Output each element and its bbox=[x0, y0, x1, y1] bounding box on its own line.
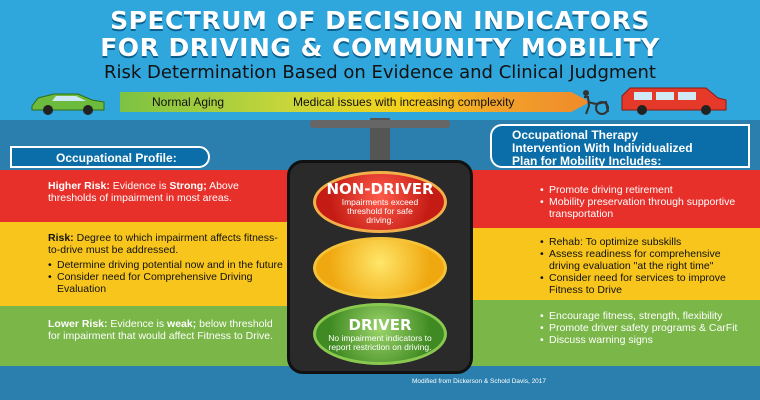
red-van-icon bbox=[618, 84, 730, 121]
higher-risk-strong: Strong; bbox=[169, 180, 207, 192]
risk-text: Risk: Degree to which impairment affects… bbox=[48, 232, 284, 295]
driver-title: DRIVER bbox=[348, 316, 412, 334]
normal-aging-label: Normal Aging bbox=[152, 95, 225, 109]
walker-person-icon bbox=[576, 88, 616, 121]
left-green-band bbox=[0, 306, 290, 366]
lower-risk-weak: weak; bbox=[167, 318, 197, 330]
traffic-light-pole bbox=[370, 118, 390, 162]
higher-risk-text: Higher Risk: Evidence is Strong; Above t… bbox=[48, 180, 284, 204]
left-red-band bbox=[0, 170, 290, 222]
yellow-item-1: Rehab: To optimize subskills bbox=[540, 236, 745, 248]
lower-risk-text-2: below threshold for impairment that woul… bbox=[48, 318, 274, 342]
green-item-3: Discuss warning signs bbox=[540, 334, 740, 346]
yellow-item-3: Consider need for services to improve Fi… bbox=[540, 272, 745, 296]
red-lamp: NON-DRIVER Impairments exceed threshold … bbox=[313, 171, 447, 233]
source-credit: Modified from Dickerson & Schold Davis, … bbox=[412, 378, 547, 385]
higher-risk-lead: Higher Risk: bbox=[48, 180, 110, 192]
risk-spectrum-arrow bbox=[120, 92, 590, 112]
traffic-light-bracket bbox=[310, 120, 450, 128]
green-lamp: DRIVER No impairment indicators to repor… bbox=[313, 303, 447, 365]
medical-issues-label: Medical issues with increasing complexit… bbox=[293, 95, 515, 109]
red-item-1: Promote driving retirement bbox=[540, 184, 740, 196]
red-item-2: Mobility preservation through supportive… bbox=[540, 196, 740, 220]
higher-risk-text-2: Above thresholds of impairment in most a… bbox=[48, 180, 239, 204]
risk-bullet-1: Determine driving potential now and in t… bbox=[48, 259, 284, 271]
driver-text: No impairment indicators to report restr… bbox=[328, 333, 432, 352]
ot-header-line-2: Intervention With Individualized bbox=[512, 141, 693, 155]
occupational-profile-header: Occupational Profile: bbox=[10, 146, 210, 168]
subtitle: Risk Determination Based on Evidence and… bbox=[104, 62, 656, 83]
yellow-item-2: Assess readiness for comprehensive drivi… bbox=[540, 248, 745, 272]
ot-header-line-3: Plan for Mobility Includes: bbox=[512, 154, 662, 168]
ot-header-line-1: Occupational Therapy bbox=[512, 128, 639, 142]
title-line-2: FOR DRIVING & COMMUNITY MOBILITY bbox=[100, 33, 660, 62]
green-item-1: Encourage fitness, strength, flexibility bbox=[540, 310, 740, 322]
ot-intervention-header: Occupational Therapy Intervention With I… bbox=[490, 124, 750, 168]
yellow-lamp bbox=[313, 237, 447, 299]
risk-lead: Risk: bbox=[48, 232, 74, 244]
non-driver-title: NON-DRIVER bbox=[326, 179, 434, 198]
risk-text-body: Degree to which impairment affects fitne… bbox=[48, 232, 278, 256]
green-item-2: Promote driver safety programs & CarFit bbox=[540, 322, 740, 334]
lower-risk-text-1: Evidence is bbox=[107, 318, 168, 330]
non-driver-text: Impairments exceed threshold for safe dr… bbox=[341, 196, 419, 225]
yellow-interventions: Rehab: To optimize subskills Assess read… bbox=[540, 236, 745, 296]
title-line-1: SPECTRUM OF DECISION INDICATORS bbox=[110, 6, 650, 35]
traffic-light: NON-DRIVER Impairments exceed threshold … bbox=[287, 160, 473, 374]
occupational-profile-header-text: Occupational Profile: bbox=[56, 151, 177, 165]
lower-risk-lead: Lower Risk: bbox=[48, 318, 108, 330]
risk-bullet-2: Consider need for Comprehensive Driving … bbox=[48, 271, 284, 295]
red-interventions: Promote driving retirement Mobility pres… bbox=[540, 184, 740, 220]
higher-risk-text-1: Evidence is bbox=[109, 180, 170, 192]
green-car-icon bbox=[28, 88, 108, 121]
lower-risk-text: Lower Risk: Evidence is weak; below thre… bbox=[48, 318, 284, 342]
green-interventions: Encourage fitness, strength, flexibility… bbox=[540, 310, 740, 346]
